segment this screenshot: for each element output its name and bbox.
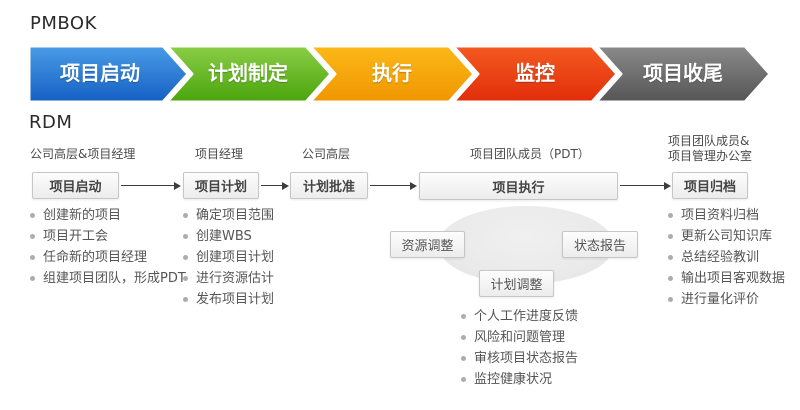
node-status-report: 状态报告 [562, 231, 638, 258]
list-item: 确定项目范围 [183, 205, 274, 226]
node-resource-adjust: 资源调整 [390, 231, 465, 258]
list-item: 风险和问题管理 [461, 327, 578, 348]
bullet-text: 输出项目客观数据 [681, 271, 786, 286]
bullet-text: 确定项目范围 [196, 208, 275, 223]
bullet-text: 创建WBS [196, 229, 252, 244]
bullet-list-planning: 确定项目范围 创建WBS 创建项目计划 进行资源估计 发布项目计划 [183, 205, 274, 310]
list-item: 审核项目状态报告 [461, 348, 578, 369]
list-item: 发布项目计划 [183, 289, 274, 310]
bullet-icon [30, 276, 35, 281]
pmbok-label: PMBOK [30, 13, 97, 34]
bullet-icon [183, 255, 188, 260]
role-header-initiation: 公司高层&项目经理 [30, 147, 136, 161]
role-header-execution: 项目团队成员（PDT） [470, 147, 590, 161]
stage-label-closing: 项目收尾 [643, 61, 723, 85]
role-header-archive-line1: 项目团队成员& [668, 134, 750, 148]
bullet-icon [461, 314, 466, 319]
bullet-list-execution: 个人工作进度反馈 风险和问题管理 审核项目状态报告 监控健康状况 [461, 306, 578, 390]
rdm-label: RDM [29, 112, 73, 133]
bullet-text: 任命新的项目经理 [43, 250, 148, 265]
stage-arrow-closing [594, 44, 772, 104]
list-item: 项目开工会 [30, 226, 186, 247]
bullet-text: 项目资料归档 [681, 208, 760, 223]
list-item: 更新公司知识库 [668, 226, 785, 247]
bullet-text: 发布项目计划 [196, 292, 275, 307]
bullet-icon [461, 377, 466, 382]
bullet-icon [668, 213, 673, 218]
list-item: 输出项目客观数据 [668, 268, 785, 289]
flow-arrow-3 [370, 181, 417, 190]
bullet-text: 进行资源估计 [196, 271, 275, 286]
bullet-icon [183, 297, 188, 302]
bullet-text: 风险和问题管理 [474, 330, 566, 345]
bullet-text: 项目开工会 [43, 229, 109, 244]
bullet-text: 监控健康状况 [474, 372, 553, 387]
flow-arrow-4 [620, 181, 671, 190]
list-item: 个人工作进度反馈 [461, 306, 578, 327]
bullet-icon [30, 255, 35, 260]
stage-arrows-graphic [27, 44, 772, 104]
list-item: 进行资源估计 [183, 268, 274, 289]
node-plan-adjust: 计划调整 [479, 270, 554, 297]
bullet-text: 创建项目计划 [196, 250, 275, 265]
list-item: 总结经验教训 [668, 247, 785, 268]
bullet-icon [668, 234, 673, 239]
stage-label-initiation: 项目启动 [60, 61, 140, 85]
bullet-text: 审核项目状态报告 [474, 351, 579, 366]
stage-label-planning: 计划制定 [208, 61, 288, 85]
stage-label-execution: 执行 [372, 61, 412, 85]
bullet-text: 创建新的项目 [43, 208, 122, 223]
bullet-text: 总结经验教训 [681, 250, 760, 265]
bullet-text: 更新公司知识库 [681, 229, 773, 244]
stage-arrow-planning [165, 44, 333, 104]
bullet-icon [461, 356, 466, 361]
bullet-text: 进行量化评价 [681, 292, 760, 307]
role-header-planning: 项目经理 [195, 147, 244, 161]
list-item: 进行量化评价 [668, 289, 785, 310]
list-item: 项目资料归档 [668, 205, 785, 226]
bullet-icon [30, 213, 35, 218]
list-item: 创建项目计划 [183, 247, 274, 268]
list-item: 创建WBS [183, 226, 274, 247]
role-header-archive: 项目团队成员& 项目管理办公室 [668, 134, 752, 164]
stage-arrow-initiation [27, 44, 190, 104]
bullet-icon [183, 213, 188, 218]
bullet-icon [668, 297, 673, 302]
node-project-plan: 项目计划 [183, 172, 259, 199]
stage-arrow-monitoring [451, 44, 619, 104]
bullet-icon [668, 276, 673, 281]
bullet-text: 个人工作进度反馈 [474, 309, 579, 324]
bullet-icon [183, 234, 188, 239]
list-item: 组建项目团队，形成PDT [30, 268, 186, 289]
list-item: 创建新的项目 [30, 205, 186, 226]
bullet-text: 组建项目团队，形成PDT [43, 271, 186, 286]
bullet-list-initiation: 创建新的项目 项目开工会 任命新的项目经理 组建项目团队，形成PDT [30, 205, 186, 289]
bullet-icon [668, 255, 673, 260]
bullet-icon [461, 335, 466, 340]
flow-arrow-2 [261, 181, 289, 190]
pmbok-stage-banner: 项目启动 计划制定 执行 监控 项目收尾 [0, 42, 800, 106]
node-plan-approval: 计划批准 [290, 172, 368, 199]
bullet-list-archive: 项目资料归档 更新公司知识库 总结经验教训 输出项目客观数据 进行量化评价 [668, 205, 785, 310]
list-item: 监控健康状况 [461, 369, 578, 390]
role-header-approval: 公司高层 [302, 147, 351, 161]
bullet-icon [30, 234, 35, 239]
role-header-archive-line2: 项目管理办公室 [668, 149, 753, 163]
stage-arrow-execution [308, 44, 476, 104]
list-item: 任命新的项目经理 [30, 247, 186, 268]
node-project-initiation: 项目启动 [32, 172, 119, 199]
bullet-icon [183, 276, 188, 281]
node-project-archive: 项目归档 [672, 172, 748, 199]
stage-label-monitoring: 监控 [515, 61, 555, 85]
flow-arrow-1 [121, 181, 181, 190]
node-project-execution: 项目执行 [419, 172, 618, 200]
